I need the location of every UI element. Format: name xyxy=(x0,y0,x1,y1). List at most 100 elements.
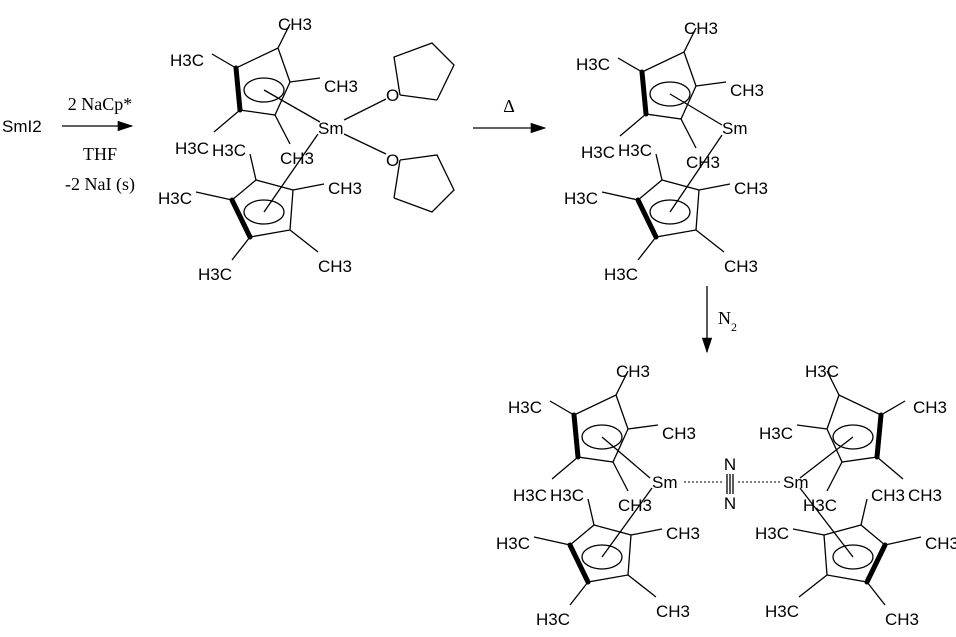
step1-reagent: 2 NaCp* xyxy=(68,94,133,114)
methyl-bond xyxy=(533,536,571,546)
methyl-bond xyxy=(627,424,659,430)
eta5-bond xyxy=(601,487,653,558)
methyl-bond xyxy=(695,81,727,87)
aromatic-ring xyxy=(581,424,623,450)
mol3-left-cp-top xyxy=(549,370,659,492)
nitrogen-atom: N xyxy=(724,494,736,513)
methyl-bond xyxy=(630,528,663,536)
methyl-bond xyxy=(637,236,657,261)
methyl-label-h3c: H3C xyxy=(576,55,610,74)
methyl-bond xyxy=(792,528,825,536)
methyl-label-ch3: CH3 xyxy=(734,179,768,198)
start-material-smi2: SmI2 xyxy=(2,117,42,136)
samarium-atom: Sm xyxy=(318,119,344,138)
step3-reagent: N2 xyxy=(718,308,737,334)
thf-ring xyxy=(393,42,455,101)
methyl-bond xyxy=(683,27,697,53)
thf-bond xyxy=(399,94,438,101)
methyl-label-ch3: CH3 xyxy=(885,610,919,629)
cp-ring xyxy=(637,179,700,238)
methyl-label-h3c: H3C xyxy=(508,398,542,417)
wedge-bond xyxy=(639,69,649,117)
methyl-label-ch3: CH3 xyxy=(913,398,947,417)
methyl-bond xyxy=(612,461,629,492)
eta5-bond xyxy=(263,89,321,123)
methyl-bond xyxy=(615,370,629,396)
methyl-label-h3c: H3C xyxy=(550,486,584,505)
samarium-atom-left: Sm xyxy=(652,473,678,492)
oxygen-atom: O xyxy=(386,86,399,105)
methyl-label-h3c: H3C xyxy=(759,424,793,443)
methyl-label-h3c: H3C xyxy=(618,141,652,160)
reaction-arrows xyxy=(62,120,713,354)
methyl-label-h3c: H3C xyxy=(536,610,570,629)
mol3-right-cp-top xyxy=(796,370,906,492)
wedge-bond xyxy=(635,197,659,240)
cp-ring xyxy=(641,51,697,120)
methyl-label-h3c: H3C xyxy=(158,189,192,208)
methyl-bond xyxy=(289,229,319,253)
methyl-label-h3c: H3C xyxy=(803,496,837,515)
methyl-label-ch3: CH3 xyxy=(684,19,718,38)
methyl-bond xyxy=(695,229,725,253)
thf-ring xyxy=(393,154,455,213)
cp-ring xyxy=(231,179,294,238)
methyl-bond xyxy=(249,153,257,181)
eta5-bond xyxy=(263,133,319,213)
mol2-cp-bottom xyxy=(601,153,731,261)
labels: CH3CH3CH3H3CH3CH3CCH3CH3H3CH3CSmOOCH3CH3… xyxy=(2,15,956,629)
molecules xyxy=(195,23,922,606)
mol1-cp-bottom xyxy=(195,153,325,261)
methyl-bond xyxy=(860,498,868,526)
methyl-bond xyxy=(274,114,291,145)
aromatic-ring xyxy=(243,199,285,225)
methyl-label-ch3: CH3 xyxy=(724,257,758,276)
step2-heat: Δ xyxy=(503,96,515,116)
methyl-label-h3c: H3C xyxy=(581,143,615,162)
methyl-label-h3c: H3C xyxy=(198,265,232,284)
samarium-atom-right: Sm xyxy=(783,473,809,492)
methyl-bond xyxy=(289,77,321,83)
methyl-bond xyxy=(549,400,575,416)
methyl-bond xyxy=(655,153,663,181)
eta5-bond xyxy=(601,436,651,479)
methyl-bond xyxy=(866,581,886,606)
methyl-label-ch3: CH3 xyxy=(656,602,690,621)
methyl-bond xyxy=(277,23,291,49)
methyl-label-ch3: CH3 xyxy=(666,524,700,543)
methyl-label-ch3: CH3 xyxy=(871,486,905,505)
methyl-bond xyxy=(195,191,233,201)
methyl-bond xyxy=(826,370,840,396)
wedge-bond xyxy=(567,542,591,585)
methyl-bond xyxy=(601,191,639,201)
cp-ring xyxy=(826,394,882,463)
methyl-bond xyxy=(587,498,595,526)
aromatic-ring xyxy=(243,77,285,103)
methyl-label-ch3: CH3 xyxy=(280,149,314,168)
methyl-bond xyxy=(569,581,589,606)
aromatic-ring xyxy=(832,544,874,570)
methyl-bond xyxy=(231,236,251,261)
nitrogen-atom: N xyxy=(724,455,736,474)
methyl-label-h3c: H3C xyxy=(212,141,246,160)
aromatic-ring xyxy=(832,424,874,450)
methyl-bond xyxy=(880,400,906,416)
methyl-label-ch3: CH3 xyxy=(328,179,362,198)
methyl-bond xyxy=(617,57,643,73)
methyl-label-ch3: CH3 xyxy=(686,153,720,172)
wedge-bond xyxy=(571,412,581,460)
methyl-label-ch3: CH3 xyxy=(908,486,942,505)
methyl-bond xyxy=(292,183,325,191)
methyl-label-h3c: H3C xyxy=(170,51,204,70)
methyl-label-h3c: H3C xyxy=(496,534,530,553)
cp-ring xyxy=(573,394,629,463)
mol1-cp-top xyxy=(211,23,321,145)
methyl-label-h3c: H3C xyxy=(765,602,799,621)
step1-byproduct: -2 NaI (s) xyxy=(65,174,135,195)
methyl-label-ch3: CH3 xyxy=(730,81,764,100)
oxygen-atom: O xyxy=(386,151,399,170)
wedge-bond xyxy=(874,412,884,460)
methyl-bond xyxy=(796,424,828,430)
